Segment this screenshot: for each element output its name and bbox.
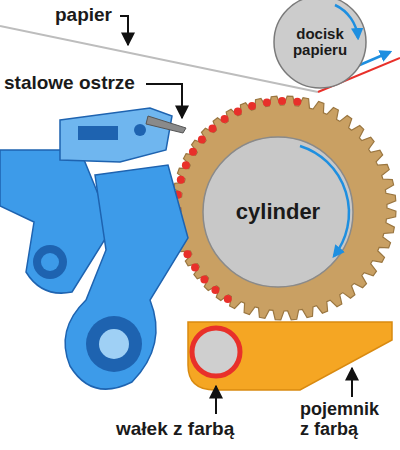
pivot [33, 245, 67, 279]
ink-cell [182, 161, 190, 169]
leader-line [146, 84, 182, 118]
ink-cell [263, 98, 271, 106]
part-label: stalowe ostrze [4, 73, 135, 94]
node-text-holder: cylinder [202, 136, 354, 288]
rotation-arrow [300, 146, 349, 256]
steel-blade [146, 116, 186, 133]
ink-cell [234, 107, 242, 115]
cylinder-core: cylinder [202, 136, 354, 288]
blade-arm-left [0, 150, 112, 293]
ink-cell [221, 115, 229, 123]
circle-shape [203, 137, 353, 287]
ink-cell [278, 97, 286, 105]
blade-lever [65, 165, 188, 389]
leader-line [351, 368, 353, 397]
ink-cell [191, 263, 199, 271]
ink-cell [177, 176, 185, 184]
gravure-cylinder-gear [172, 96, 396, 320]
ink-cell [248, 102, 256, 110]
ink-cell [200, 276, 208, 284]
leader-line [215, 386, 217, 414]
part-label: pojemnik z farbą [300, 400, 392, 440]
lever-pivot-hole [99, 329, 129, 359]
part-label: wałek z farbą [116, 419, 234, 440]
pressure-roller: docisk papieru [273, 0, 367, 89]
node-label: cylinder [236, 200, 320, 223]
cylinder-gear [172, 96, 396, 320]
ink-tray [188, 322, 392, 390]
holder-screw [134, 124, 146, 136]
lever-pivot [86, 316, 142, 372]
ink-roller [192, 328, 240, 376]
ink-cell [224, 295, 232, 303]
leader-line [120, 16, 128, 45]
holder-clamp [78, 126, 118, 140]
circle-shape [274, 0, 366, 88]
node-label: docisk papieru [278, 26, 362, 58]
rotation-arrow [335, 5, 358, 38]
ink-cell [198, 135, 206, 143]
ink-cell [293, 98, 301, 106]
ink-cell [208, 124, 216, 132]
ink-cell [183, 250, 191, 258]
ink-cell [189, 148, 197, 156]
part-label: papier [55, 5, 112, 26]
ink-cell [211, 286, 219, 294]
blade-holder [60, 108, 172, 162]
node-text-holder: docisk papieru [273, 0, 367, 89]
pivot-hole [41, 253, 59, 271]
